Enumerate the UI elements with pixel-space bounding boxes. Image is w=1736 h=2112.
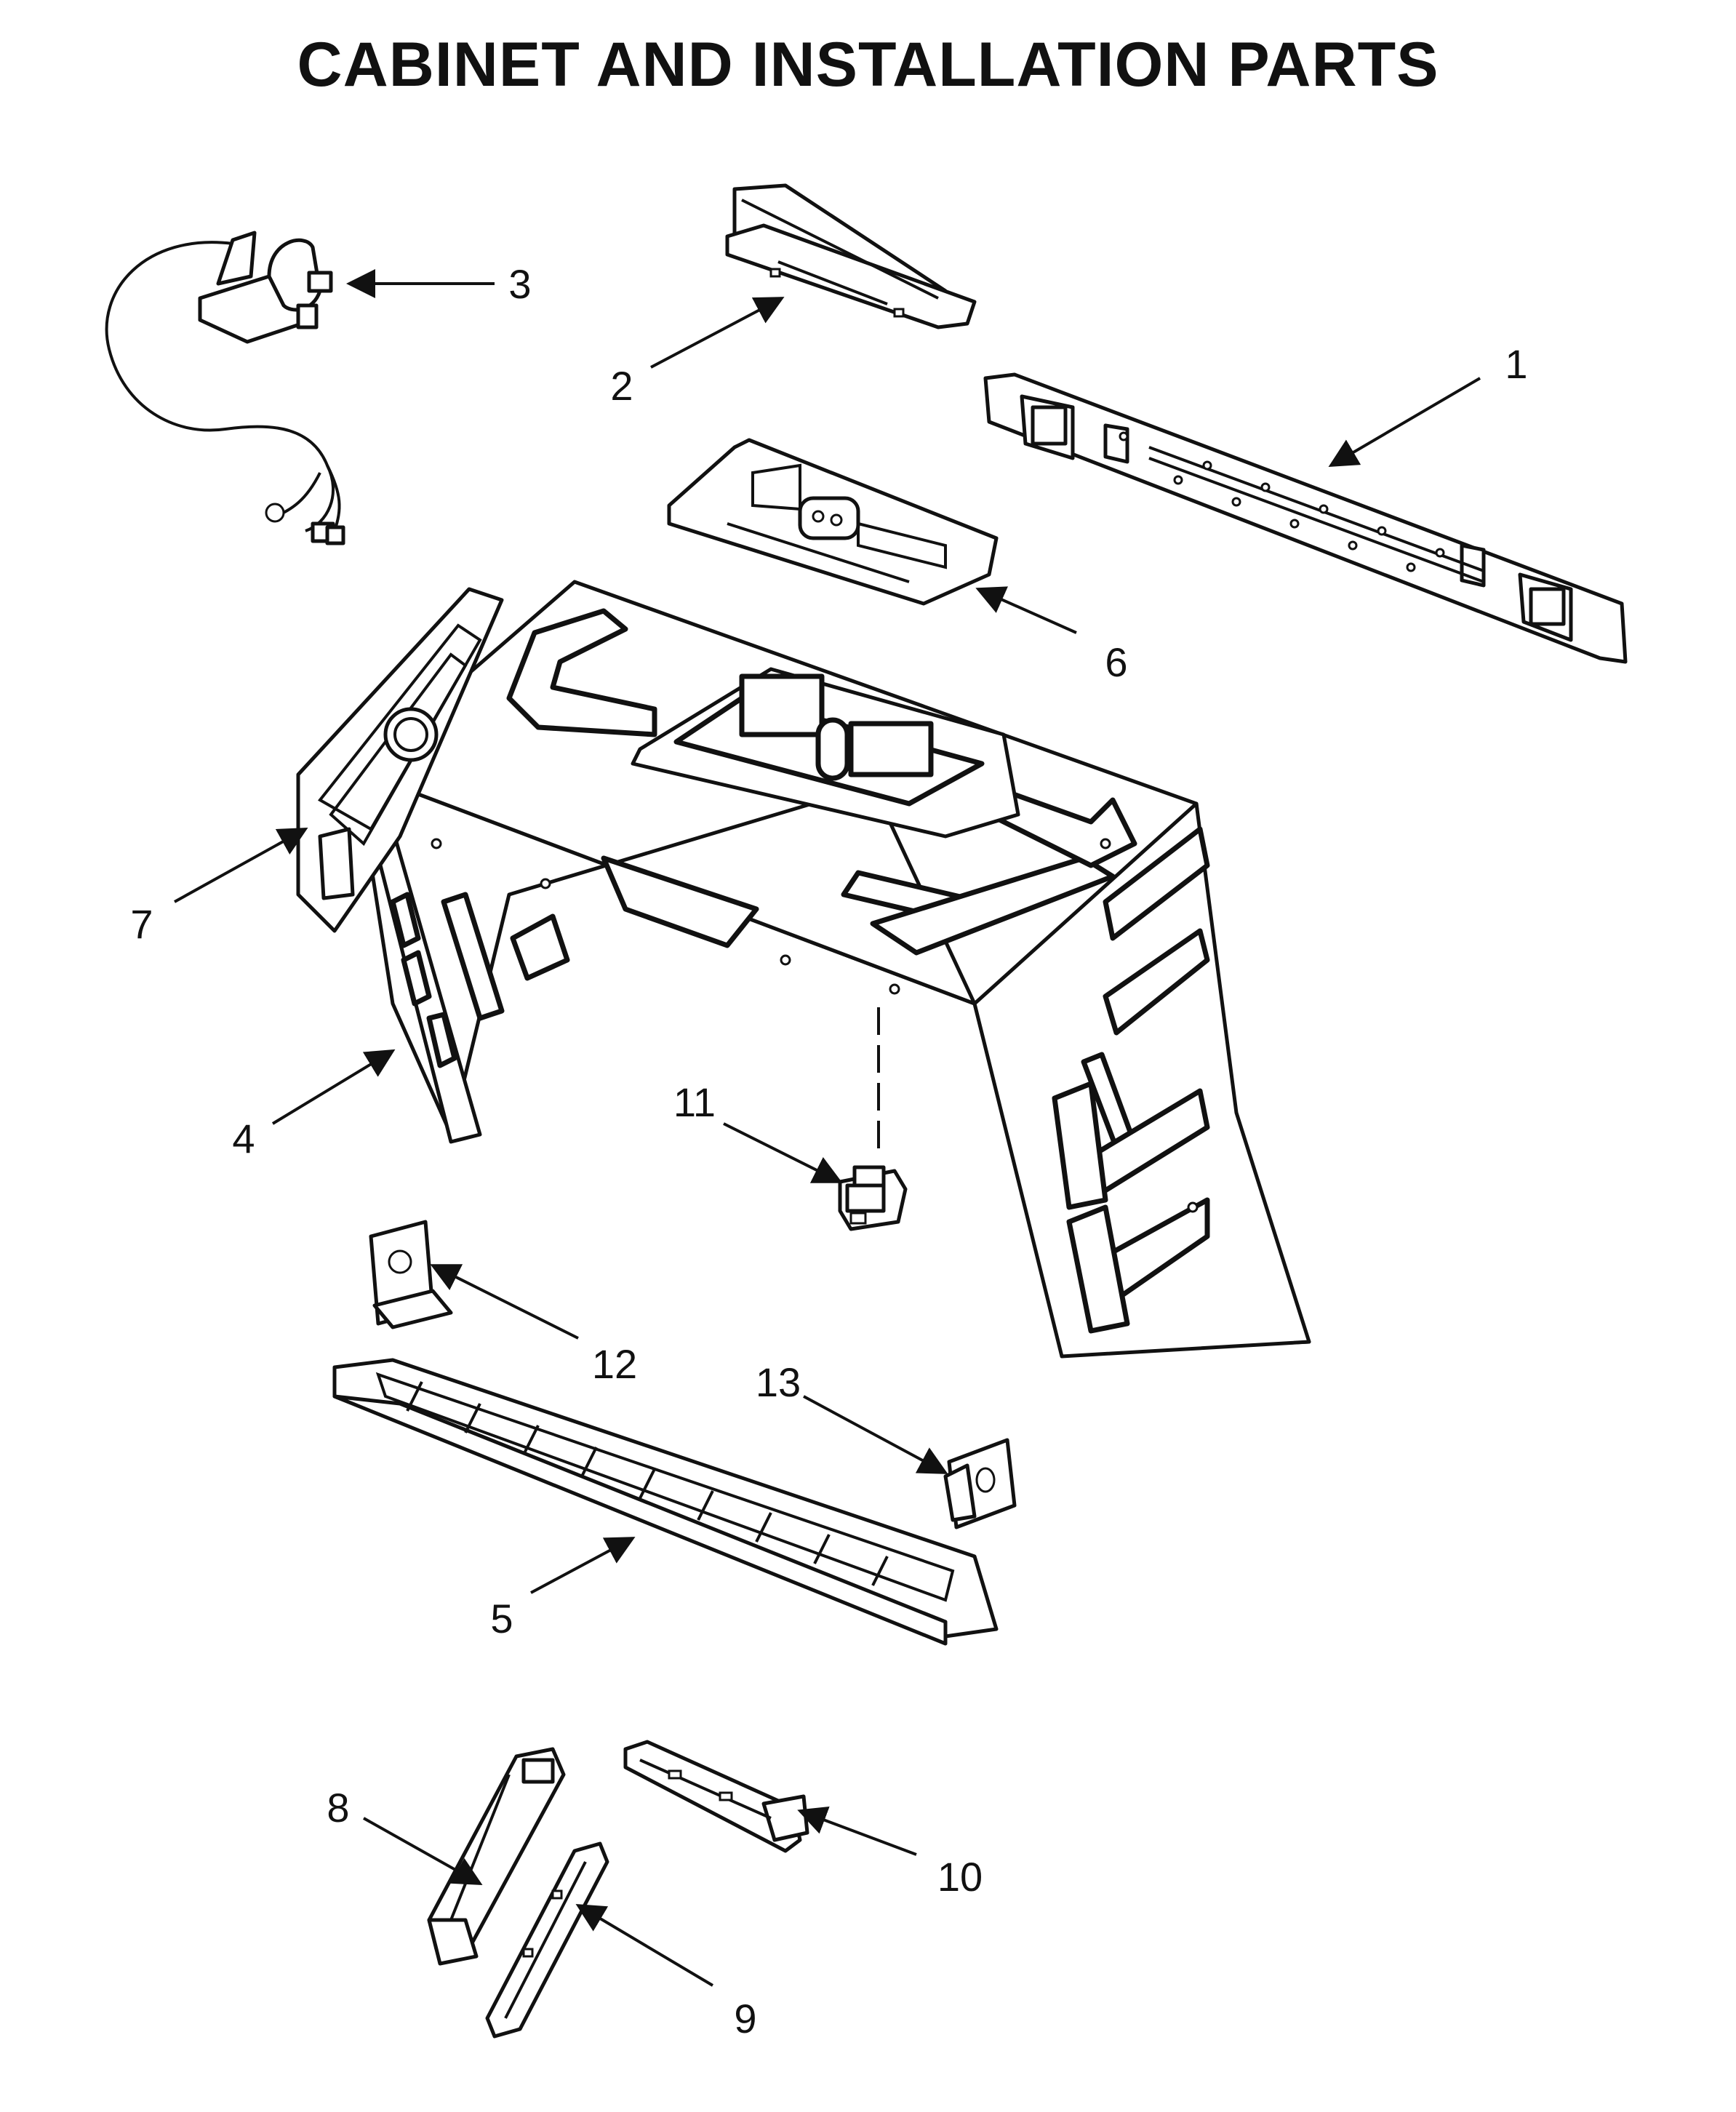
connector-clip-drawing: [838, 1165, 908, 1231]
mounting-plate-drawing: [983, 372, 1628, 664]
top-bracket-plate-drawing: [667, 438, 999, 606]
callout-part-1: 1: [1505, 341, 1527, 387]
right-bracket-drawing: [943, 1438, 1017, 1529]
callout-part-2: 2: [610, 363, 633, 409]
left-vent-piece-drawing: [427, 1747, 566, 1966]
callout-part-3: 3: [508, 261, 531, 307]
callouts: 3 2 1 6 7 4 11 12 13 5 10 8 9: [130, 261, 1527, 2041]
side-frame-drawing: [296, 587, 504, 933]
callout-part-6: 6: [1105, 639, 1127, 685]
callout-part-10: 10: [937, 1854, 983, 1900]
page-title: CABINET AND INSTALLATION PARTS: [297, 30, 1439, 100]
callout-part-9: 9: [734, 1996, 756, 2041]
callout-part-11: 11: [673, 1079, 716, 1125]
power-cord-drawing: [105, 231, 345, 545]
callout-part-7: 7: [130, 901, 153, 947]
top-vent-duct-drawing: [725, 183, 977, 329]
callout-part-12: 12: [592, 1341, 637, 1387]
bottom-front-grille-drawing: [332, 1358, 999, 1646]
cabinet-wrapper-drawing: [354, 580, 1311, 1359]
callout-part-8: 8: [327, 1785, 349, 1831]
callout-part-4: 4: [232, 1116, 255, 1161]
vent-cover-drawing: [485, 1841, 609, 2039]
vent-rail-drawing: [623, 1740, 809, 1853]
leader-lines: [174, 269, 1481, 1987]
callout-part-13: 13: [756, 1359, 801, 1405]
left-bracket-drawing: [369, 1220, 453, 1329]
callout-part-5: 5: [490, 1596, 513, 1641]
